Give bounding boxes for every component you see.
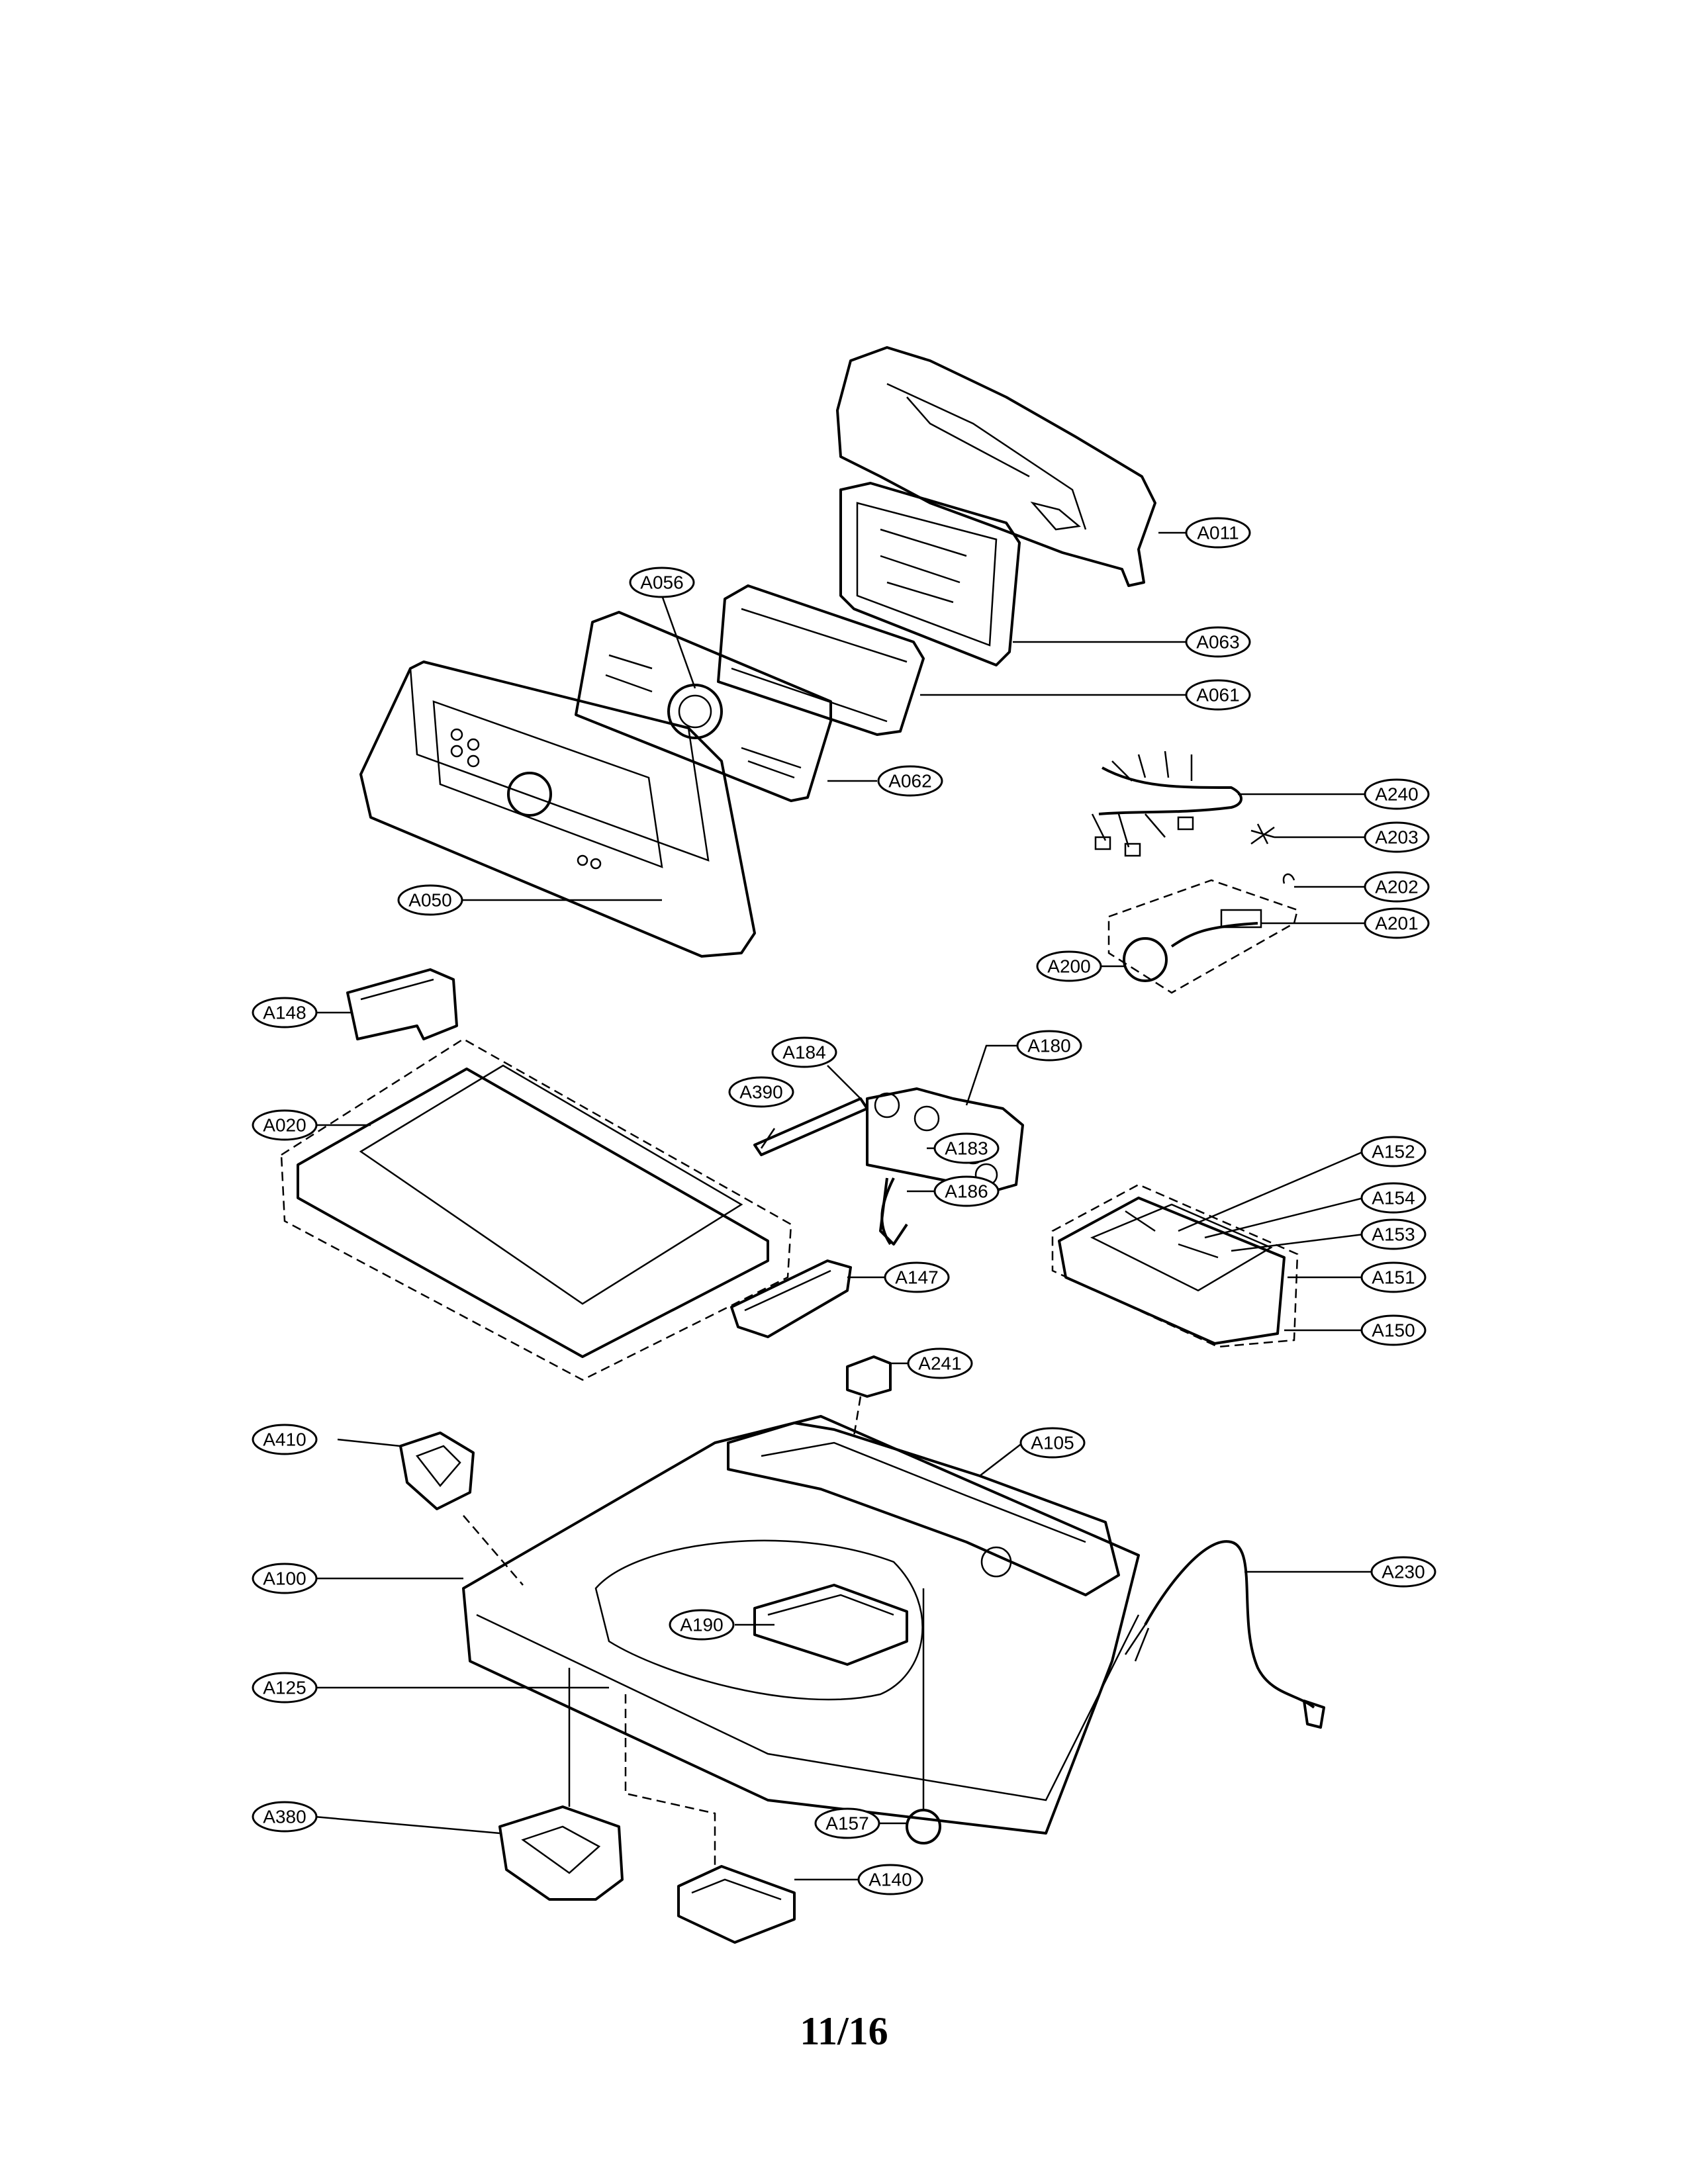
callout-a125-text: A125 <box>263 1678 306 1698</box>
callout-a153: A153 <box>1360 1218 1427 1250</box>
part-a202-clip <box>1282 873 1295 884</box>
callout-a186-text: A186 <box>945 1181 988 1202</box>
callout-a184-text: A184 <box>782 1042 825 1063</box>
callout-a230-text: A230 <box>1382 1562 1425 1582</box>
part-a186-hose <box>880 1177 895 1246</box>
part-a203-sensor <box>1250 823 1275 845</box>
callout-a140-text: A140 <box>868 1870 912 1890</box>
callout-a125: A125 <box>252 1672 318 1704</box>
callout-a011: A011 <box>1185 517 1251 549</box>
callout-a050-text: A050 <box>408 890 451 911</box>
callout-a140: A140 <box>857 1864 923 1895</box>
part-a240-wire-harness <box>1091 751 1243 857</box>
callout-a154-text: A154 <box>1372 1188 1415 1208</box>
part-a020-lid <box>280 1038 792 1381</box>
callout-a183: A183 <box>933 1132 1000 1164</box>
callout-a240: A240 <box>1364 778 1430 810</box>
link-a410 <box>463 1515 524 1586</box>
part-a230-power-cord <box>1124 1540 1325 1729</box>
callout-a153-text: A153 <box>1372 1224 1415 1245</box>
part-a190-bleach-dispenser <box>753 1584 908 1666</box>
callout-a202: A202 <box>1364 871 1430 903</box>
part-a100-top-cover <box>462 1415 1140 1835</box>
callout-a105-text: A105 <box>1031 1433 1074 1453</box>
callout-a157-text: A157 <box>825 1813 868 1834</box>
callout-a380: A380 <box>252 1801 318 1833</box>
part-a147-hinge <box>730 1259 852 1338</box>
part-a148-hinge <box>346 968 458 1040</box>
callout-a063: A063 <box>1185 626 1251 658</box>
callout-a180-text: A180 <box>1027 1036 1070 1056</box>
callout-a157: A157 <box>814 1807 880 1839</box>
part-a011-rear-cover <box>836 346 1156 587</box>
callout-a061: A061 <box>1185 679 1251 711</box>
part-a063-pcb-housing <box>839 482 1021 666</box>
callout-a154: A154 <box>1360 1182 1427 1214</box>
callout-a203: A203 <box>1364 821 1430 853</box>
callout-a150: A150 <box>1360 1314 1427 1346</box>
callout-a148: A148 <box>252 997 318 1028</box>
part-a200-pressure-switch <box>1107 879 1299 994</box>
callout-a202-text: A202 <box>1375 877 1418 897</box>
callout-a230: A230 <box>1370 1556 1436 1588</box>
part-a180-water-valve <box>866 1087 1024 1246</box>
callout-a062: A062 <box>877 765 943 797</box>
callout-a241: A241 <box>907 1347 973 1379</box>
part-a062-display-pcb <box>575 611 832 802</box>
callout-a183-text: A183 <box>945 1138 988 1159</box>
callout-a020: A020 <box>252 1109 318 1141</box>
part-a380-pulsator <box>498 1668 624 1901</box>
callout-a190-text: A190 <box>680 1615 723 1635</box>
callout-a184: A184 <box>771 1036 837 1068</box>
callout-a241-text: A241 <box>918 1353 961 1374</box>
link-a241 <box>853 1396 862 1437</box>
callout-a380-text: A380 <box>263 1807 306 1827</box>
callout-a062-text: A062 <box>888 771 931 792</box>
callout-a100: A100 <box>252 1563 318 1594</box>
callout-a061-text: A061 <box>1196 685 1239 705</box>
part-a140-switch <box>624 1694 796 1944</box>
callout-a151-text: A151 <box>1372 1267 1415 1288</box>
callout-a011-text: A011 <box>1197 523 1239 543</box>
page-number: 11/16 <box>800 2009 888 2053</box>
callout-a410: A410 <box>252 1424 318 1455</box>
callout-a100-text: A100 <box>263 1569 306 1589</box>
part-a390-tube <box>753 1097 868 1156</box>
part-a050-control-panel <box>359 660 756 958</box>
callout-a200-text: A200 <box>1047 956 1090 977</box>
callout-a152-text: A152 <box>1372 1142 1415 1162</box>
callout-a063-text: A063 <box>1196 632 1239 653</box>
part-a105-base <box>727 1422 1120 1596</box>
part-a410-ring <box>399 1432 475 1510</box>
callout-a410-text: A410 <box>263 1430 306 1450</box>
callout-a240-text: A240 <box>1375 784 1418 805</box>
callout-a390-text: A390 <box>739 1082 782 1103</box>
callout-a186: A186 <box>933 1175 1000 1207</box>
callout-a152: A152 <box>1360 1136 1427 1167</box>
part-a241-filter <box>846 1355 892 1398</box>
callout-a147: A147 <box>884 1261 950 1293</box>
callout-a150-text: A150 <box>1372 1320 1415 1341</box>
part-a150-dispenser <box>1051 1183 1299 1348</box>
leader-lines <box>314 531 1374 1881</box>
callout-a203-text: A203 <box>1375 827 1418 848</box>
callout-a200: A200 <box>1036 950 1102 982</box>
callout-a056: A056 <box>629 567 695 598</box>
callout-a105: A105 <box>1019 1427 1086 1459</box>
callout-a050: A050 <box>397 884 463 916</box>
part-a061-main-pcb <box>717 584 925 736</box>
callout-a020-text: A020 <box>263 1115 306 1136</box>
callout-a190: A190 <box>669 1609 735 1641</box>
callout-a148-text: A148 <box>263 1003 306 1023</box>
callout-a201-text: A201 <box>1375 913 1418 934</box>
callout-a390: A390 <box>728 1076 794 1108</box>
part-a157-plug <box>906 1588 941 1844</box>
callout-a056-text: A056 <box>640 572 683 593</box>
callout-a147-text: A147 <box>895 1267 938 1288</box>
callout-a201: A201 <box>1364 907 1430 939</box>
callout-a151: A151 <box>1360 1261 1427 1293</box>
callout-a180: A180 <box>1016 1030 1082 1062</box>
